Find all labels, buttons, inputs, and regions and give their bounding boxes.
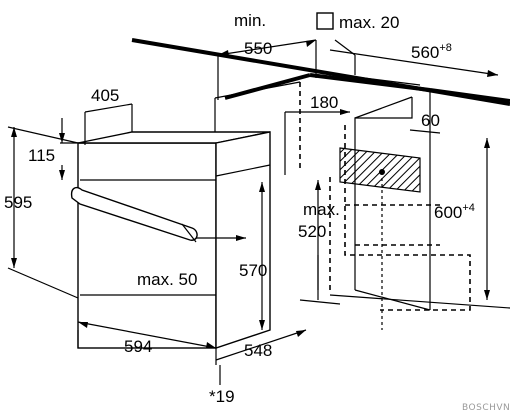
label-600-value: 600 xyxy=(434,203,462,222)
dim-max20-leader xyxy=(334,39,356,56)
dim-115-arrow xyxy=(59,133,65,143)
oven-side xyxy=(215,131,271,349)
label-570: 570 xyxy=(239,261,267,280)
dim-405-line xyxy=(84,103,133,113)
label-max20: max. 20 xyxy=(339,13,399,32)
dim-115-arrow2 xyxy=(59,170,65,180)
niche-right-wall xyxy=(354,97,413,290)
dim-595-arrow-top xyxy=(11,127,17,137)
floor-line-left xyxy=(299,299,341,305)
dim-594-arrow-left xyxy=(78,322,88,328)
dim-594-arrow-right xyxy=(206,342,216,348)
label-note-19: *19 xyxy=(209,387,235,406)
dim-548-line xyxy=(215,329,307,361)
dim-595-ext-bottom xyxy=(7,267,79,299)
label-520: 520 xyxy=(298,222,326,241)
dim-60-line xyxy=(409,129,441,134)
oven-front xyxy=(77,142,217,349)
handle-end xyxy=(181,223,197,243)
label-180: 180 xyxy=(310,93,338,112)
label-405: 405 xyxy=(91,86,119,105)
label-548: 548 xyxy=(244,341,272,360)
label-594: 594 xyxy=(124,337,152,356)
dim-595-arrow-bottom xyxy=(11,258,17,268)
label-600-tol: +4 xyxy=(462,202,475,214)
cutout-lip xyxy=(315,71,421,86)
door-handle xyxy=(70,186,198,241)
dim-180-arrow xyxy=(340,109,350,115)
control-panel-side xyxy=(215,164,271,177)
dim-600-arrow-top xyxy=(484,138,490,148)
square-outline-icon xyxy=(316,12,334,30)
dim-550-line xyxy=(217,39,317,56)
label-60: 60 xyxy=(421,111,440,130)
dim-570-arrow-top xyxy=(259,182,265,192)
niche-right-top xyxy=(354,96,413,119)
label-560-tol: +8 xyxy=(439,42,452,54)
label-595: 595 xyxy=(4,193,32,212)
dim-595-ext-top xyxy=(7,126,79,144)
dim-600-arrow-bottom xyxy=(484,290,490,300)
label-max50: max. 50 xyxy=(137,270,197,289)
dim-520-arrow-top xyxy=(315,180,321,190)
niche-left-top xyxy=(214,81,301,99)
oven-appliance xyxy=(70,131,271,365)
dim-560-line xyxy=(329,49,499,76)
worktop-front-edge xyxy=(309,73,431,92)
label-560-value: 560 xyxy=(411,43,439,62)
dim-570-arrow-bottom xyxy=(259,320,265,330)
dim-550-arrow-left xyxy=(218,50,229,56)
worktop-left-edge xyxy=(224,73,311,100)
dim-max50-arrow xyxy=(236,235,246,241)
floor-line xyxy=(329,294,510,309)
label-600: 600+4 xyxy=(434,202,475,222)
niche-back-dashed xyxy=(344,125,471,311)
label-560: 560+8 xyxy=(411,42,452,62)
cabinet-niche xyxy=(131,38,510,330)
dimension-lines xyxy=(7,39,499,385)
label-550: 550 xyxy=(244,39,272,58)
dim-548-arrow xyxy=(296,330,306,337)
dim-560-arrow xyxy=(487,70,498,77)
label-115: 115 xyxy=(28,146,55,165)
dim-550-arrow-right xyxy=(306,40,316,47)
worktop-front-edge-right xyxy=(429,88,510,103)
watermark-text: BOSCHVN xyxy=(462,403,510,413)
label-max: max. xyxy=(303,200,340,219)
dim-594-line xyxy=(77,321,217,349)
label-min: min. xyxy=(234,11,266,30)
